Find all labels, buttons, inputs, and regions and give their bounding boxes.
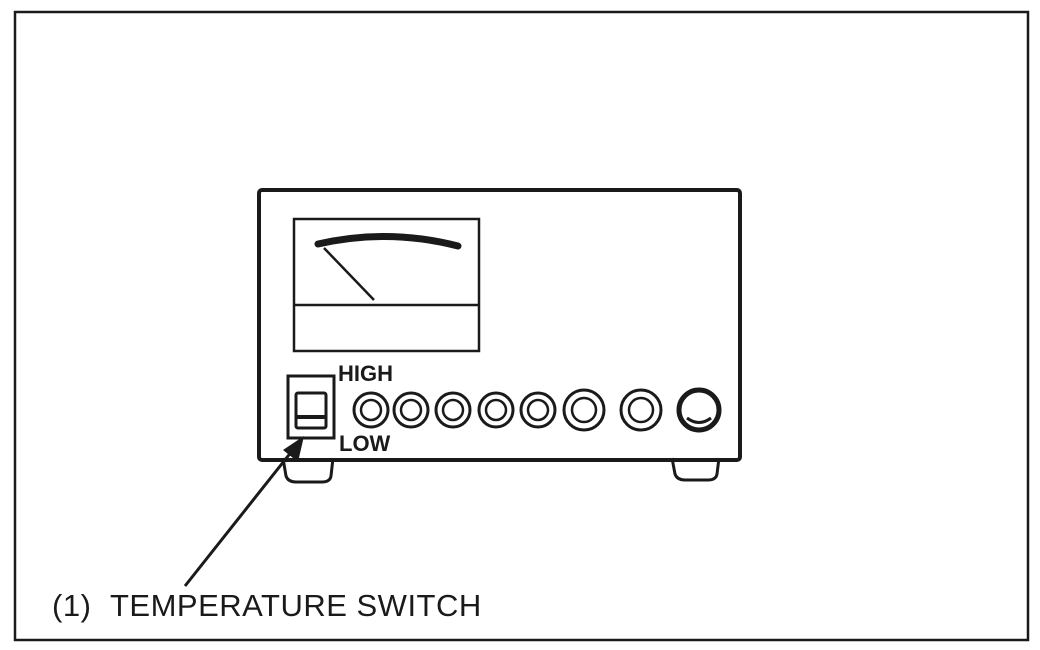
switch-high-label: HIGH bbox=[338, 361, 393, 386]
callout-text: TEMPERATURE SWITCH bbox=[110, 588, 482, 623]
switch-plate bbox=[286, 374, 336, 440]
terminal-jack[interactable] bbox=[352, 391, 390, 429]
terminal-jack[interactable] bbox=[392, 391, 430, 429]
terminal-jack-hole bbox=[441, 398, 465, 422]
meter-needle bbox=[323, 247, 375, 301]
leader-line bbox=[183, 445, 298, 587]
meter-window bbox=[292, 217, 481, 353]
terminal-jack[interactable] bbox=[562, 388, 606, 432]
terminal-jack-hole bbox=[526, 398, 550, 422]
terminal-knob-shade bbox=[686, 416, 712, 424]
temperature-switch[interactable] bbox=[286, 374, 336, 440]
callout-leader bbox=[183, 436, 304, 587]
terminal-row bbox=[352, 387, 722, 433]
switch-low-label: LOW bbox=[339, 431, 391, 456]
meter-scale-arc bbox=[314, 233, 462, 250]
switch-rocker[interactable] bbox=[294, 391, 328, 430]
terminal-jack-hole bbox=[359, 398, 383, 422]
terminal-jack-hole bbox=[627, 396, 655, 424]
device-housing bbox=[257, 188, 742, 462]
right-foot bbox=[670, 457, 721, 482]
terminal-jack[interactable] bbox=[519, 391, 557, 429]
device-feet bbox=[281, 457, 721, 484]
callout-label: (1) TEMPERATURE SWITCH bbox=[52, 588, 482, 623]
callout-number: (1) bbox=[52, 588, 91, 623]
leader-arrowhead bbox=[283, 436, 304, 462]
terminal-jack[interactable] bbox=[434, 391, 472, 429]
figure-frame bbox=[13, 10, 1030, 642]
analog-meter bbox=[292, 217, 481, 353]
terminal-jack-hole bbox=[484, 398, 508, 422]
terminal-jack[interactable] bbox=[477, 391, 515, 429]
terminal-jack-hole bbox=[399, 398, 423, 422]
left-foot bbox=[281, 457, 335, 484]
terminal-jack[interactable] bbox=[619, 388, 663, 432]
terminal-jack[interactable] bbox=[676, 387, 722, 433]
terminal-jack-hole bbox=[570, 396, 598, 424]
